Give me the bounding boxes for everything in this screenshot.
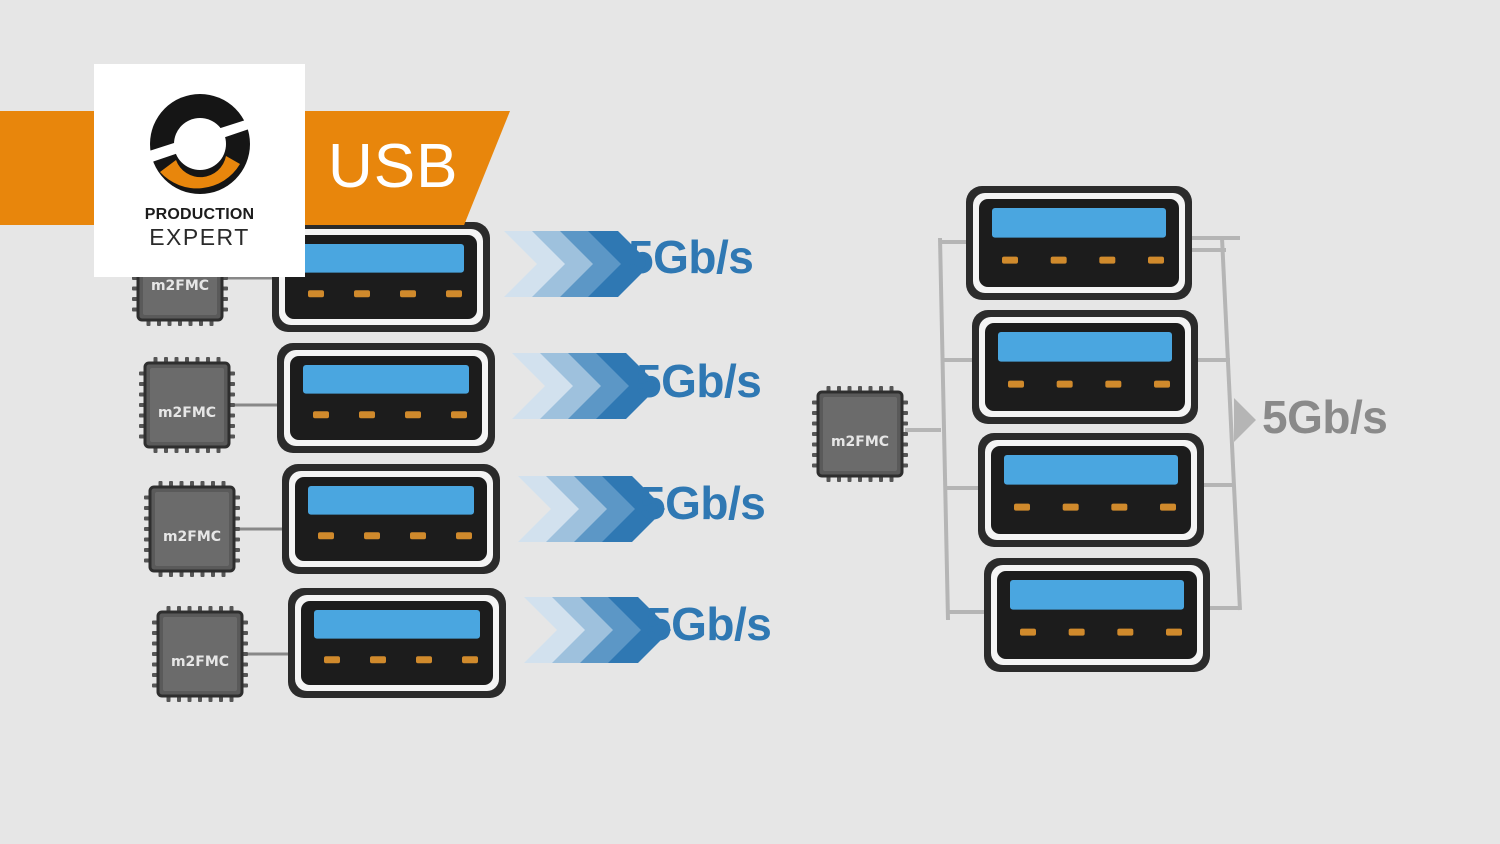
- controller-chip-row-2-label: m2FMC: [158, 405, 216, 421]
- controller-chip-row-1-label: m2FMC: [151, 278, 209, 294]
- speed-label-row-4: 5Gb/s: [646, 598, 772, 650]
- logo-line2: EXPERT: [149, 224, 250, 250]
- speed-arrow-row-2: [512, 353, 659, 419]
- speed-label-row-2: 5Gb/s: [636, 355, 762, 407]
- speed-label-row-3: 5Gb/s: [640, 477, 766, 529]
- usb-port-row-3: [282, 464, 500, 574]
- controller-chip-row-4: m2FMC: [152, 606, 248, 702]
- speed-arrow-row-1: [504, 231, 651, 297]
- shared-speed-label: 5Gb/s: [1262, 391, 1388, 443]
- usb-port-row-1: [272, 222, 490, 332]
- shared-usb-port-1: [966, 186, 1192, 300]
- shared-bus-lines: [905, 236, 1242, 621]
- logo-e-mark-icon: [146, 94, 258, 194]
- controller-chip-row-3: m2FMC: [144, 481, 240, 577]
- topic-tag: USB: [328, 132, 459, 201]
- production-expert-logo: PRODUCTION EXPERT: [94, 64, 305, 277]
- shared-usb-port-3: [978, 433, 1204, 547]
- logo-line1: PRODUCTION: [144, 206, 255, 223]
- usb-port-row-4: [288, 588, 506, 698]
- shared-speed-arrow: [1234, 398, 1256, 442]
- shared-usb-port-4: [984, 558, 1210, 672]
- controller-chip-row-2: m2FMC: [139, 357, 235, 453]
- speed-arrow-row-3: [518, 476, 665, 542]
- shared-usb-port-2: [972, 310, 1198, 424]
- usb-port-row-2: [277, 343, 495, 453]
- controller-chip-row-3-label: m2FMC: [163, 529, 221, 545]
- shared-controller-chip-label: m2FMC: [831, 434, 889, 450]
- shared-controller-chip: m2FMC: [812, 386, 908, 482]
- controller-chip-row-4-label: m2FMC: [171, 654, 229, 670]
- speed-label-row-1: 5Gb/s: [628, 231, 754, 283]
- speed-arrow-row-4: [524, 597, 671, 663]
